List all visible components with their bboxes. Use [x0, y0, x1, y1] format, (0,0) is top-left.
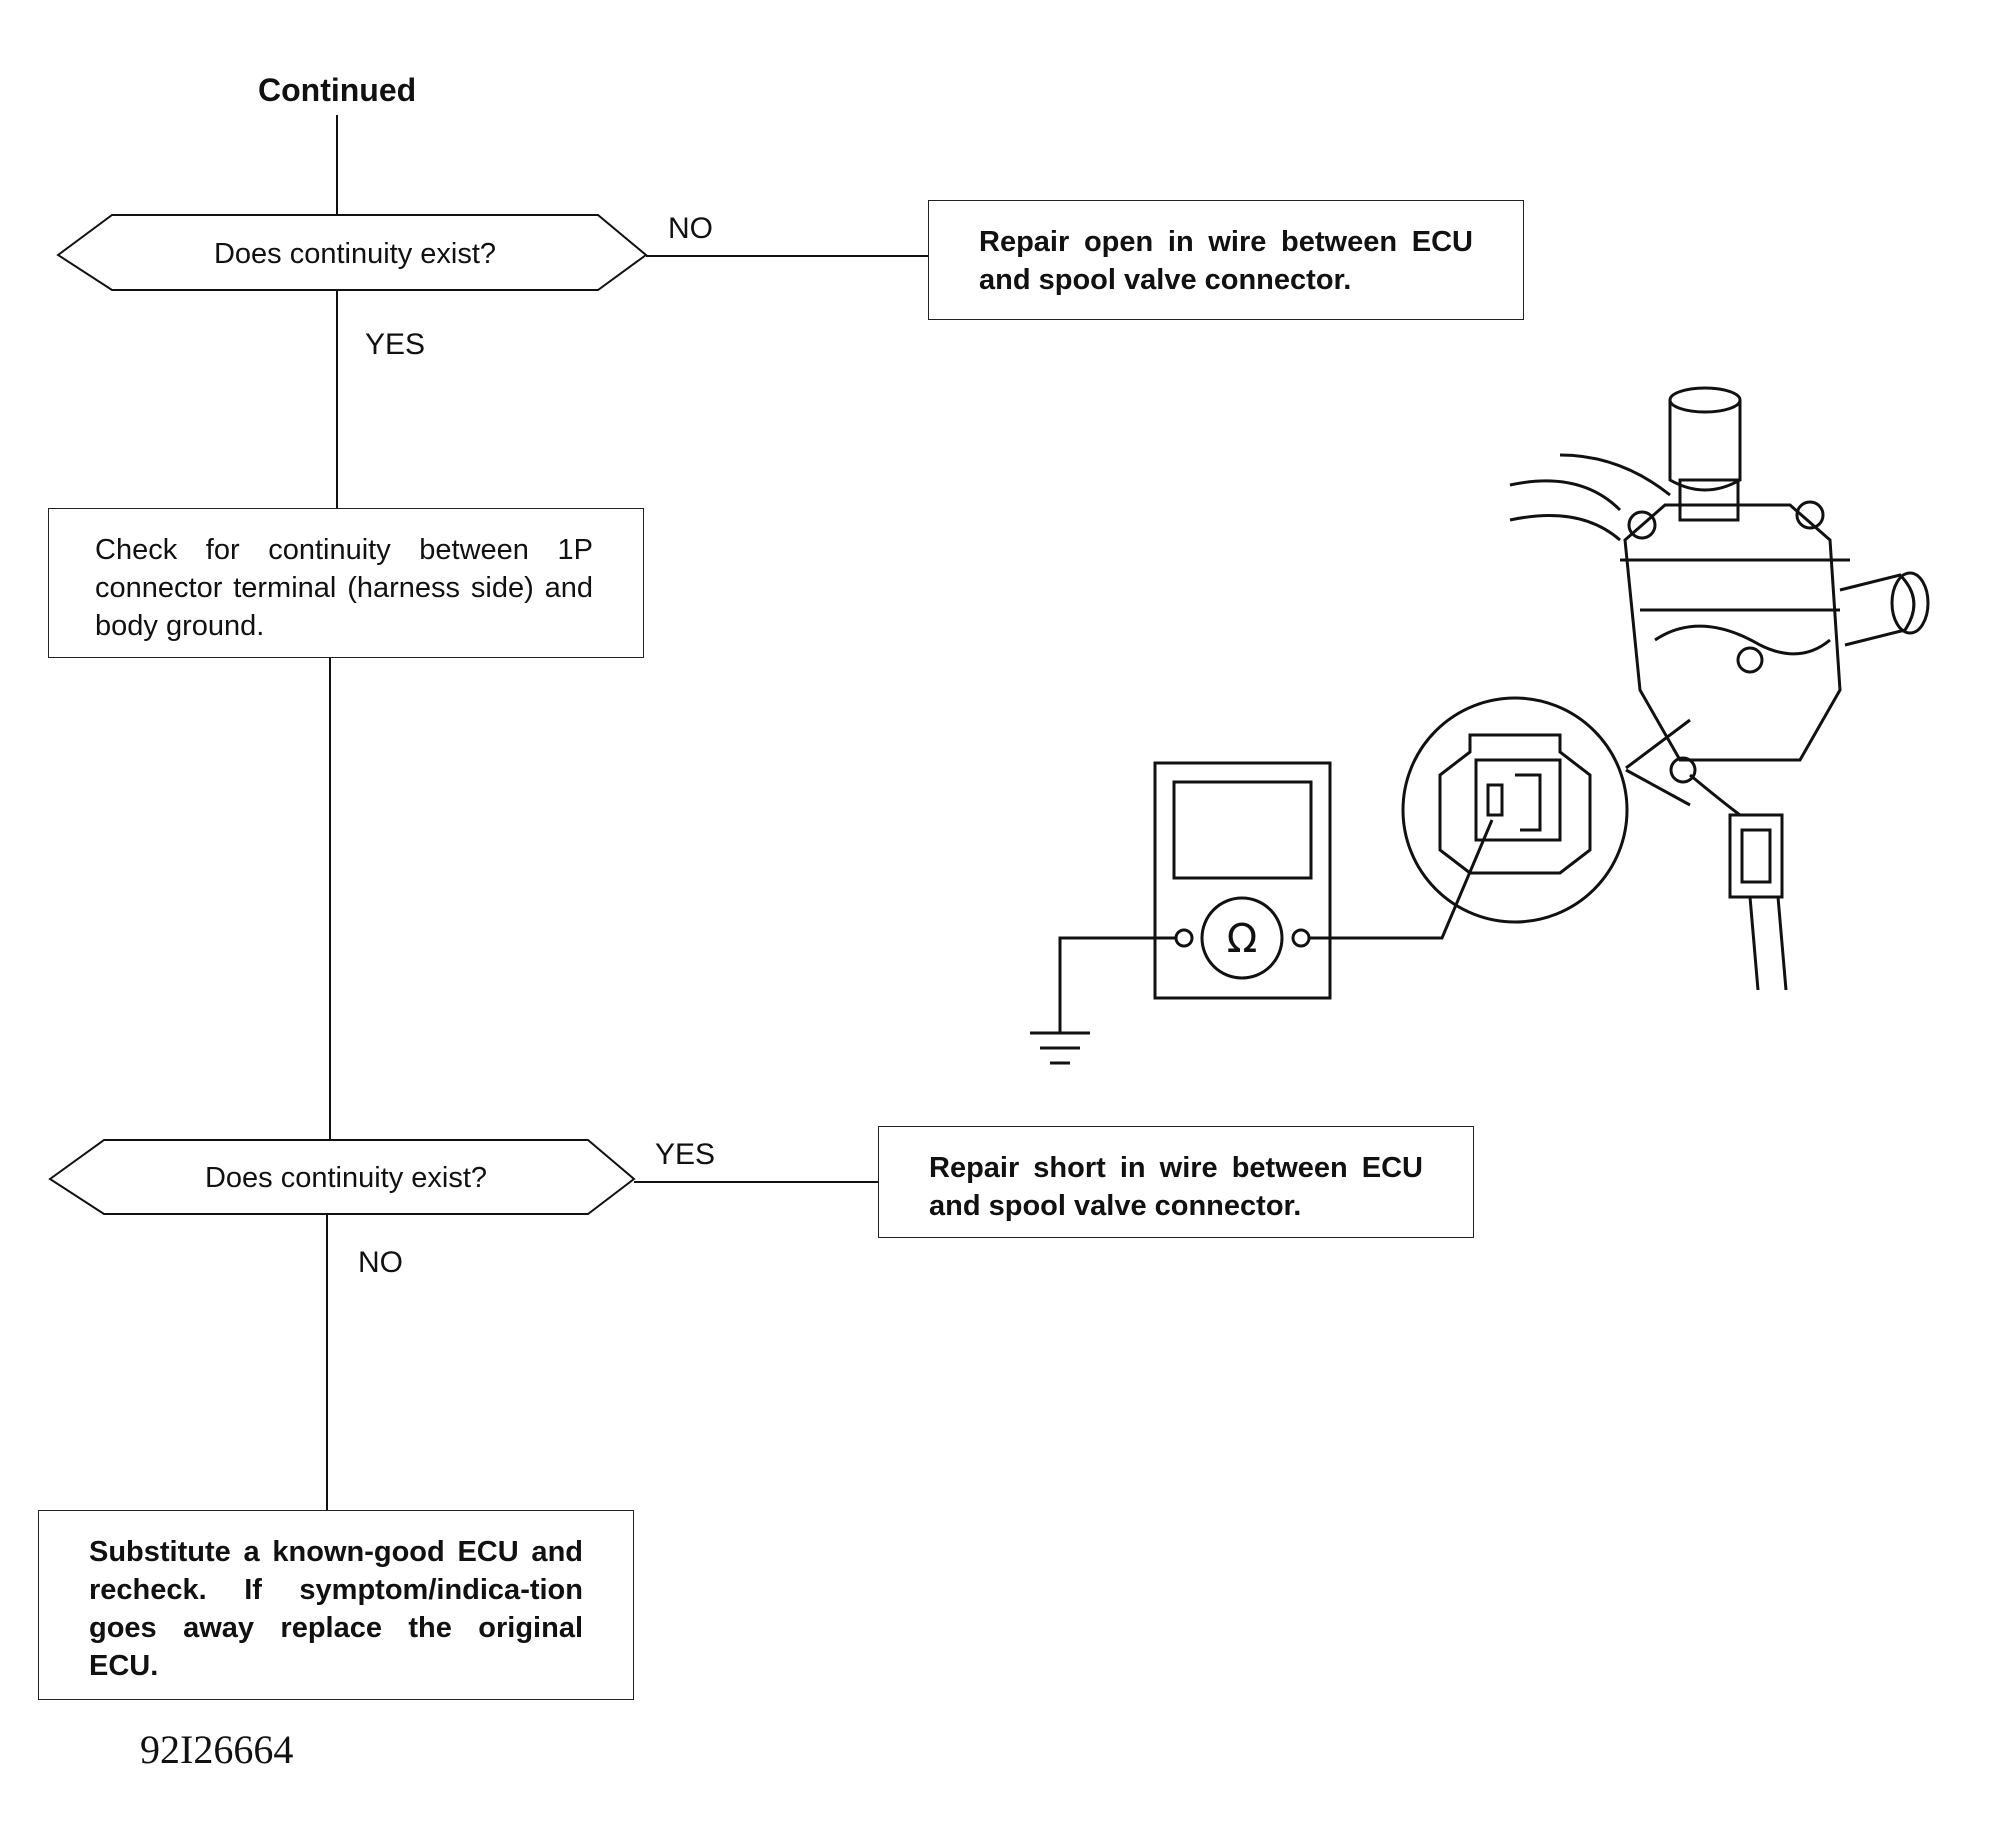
- decision-2-yes-label: YES: [655, 1138, 716, 1171]
- decision-2-shape: [48, 1139, 636, 1215]
- repair-short-box: Repair short in wire between ECU and spo…: [878, 1126, 1474, 1238]
- spool-valve-illustration: [1509, 386, 1930, 991]
- decision-1-no-label: NO: [668, 212, 713, 245]
- repair-open-box: Repair open in wire between ECU and spoo…: [928, 200, 1524, 320]
- decision-2-question: Does continuity exist?: [204, 1162, 488, 1194]
- decision-2-no-label: NO: [358, 1246, 403, 1279]
- figure-code: 92I26664: [140, 1727, 294, 1772]
- decision-1-question: Does continuity exist?: [213, 238, 497, 270]
- connector-closeup-icon: [1401, 696, 1691, 924]
- decision-1-yes-label: YES: [365, 328, 426, 361]
- ohmmeter-icon: [1058, 761, 1494, 1032]
- ohm-symbol: Ω: [1227, 916, 1258, 962]
- continued-label: Continued: [258, 72, 417, 108]
- substitute-ecu-box: Substitute a known-good ECU and recheck.…: [38, 1510, 634, 1700]
- ground-symbol-icon: [1030, 1031, 1090, 1065]
- continuity-check-box: Check for continuity between 1P connecto…: [48, 508, 644, 658]
